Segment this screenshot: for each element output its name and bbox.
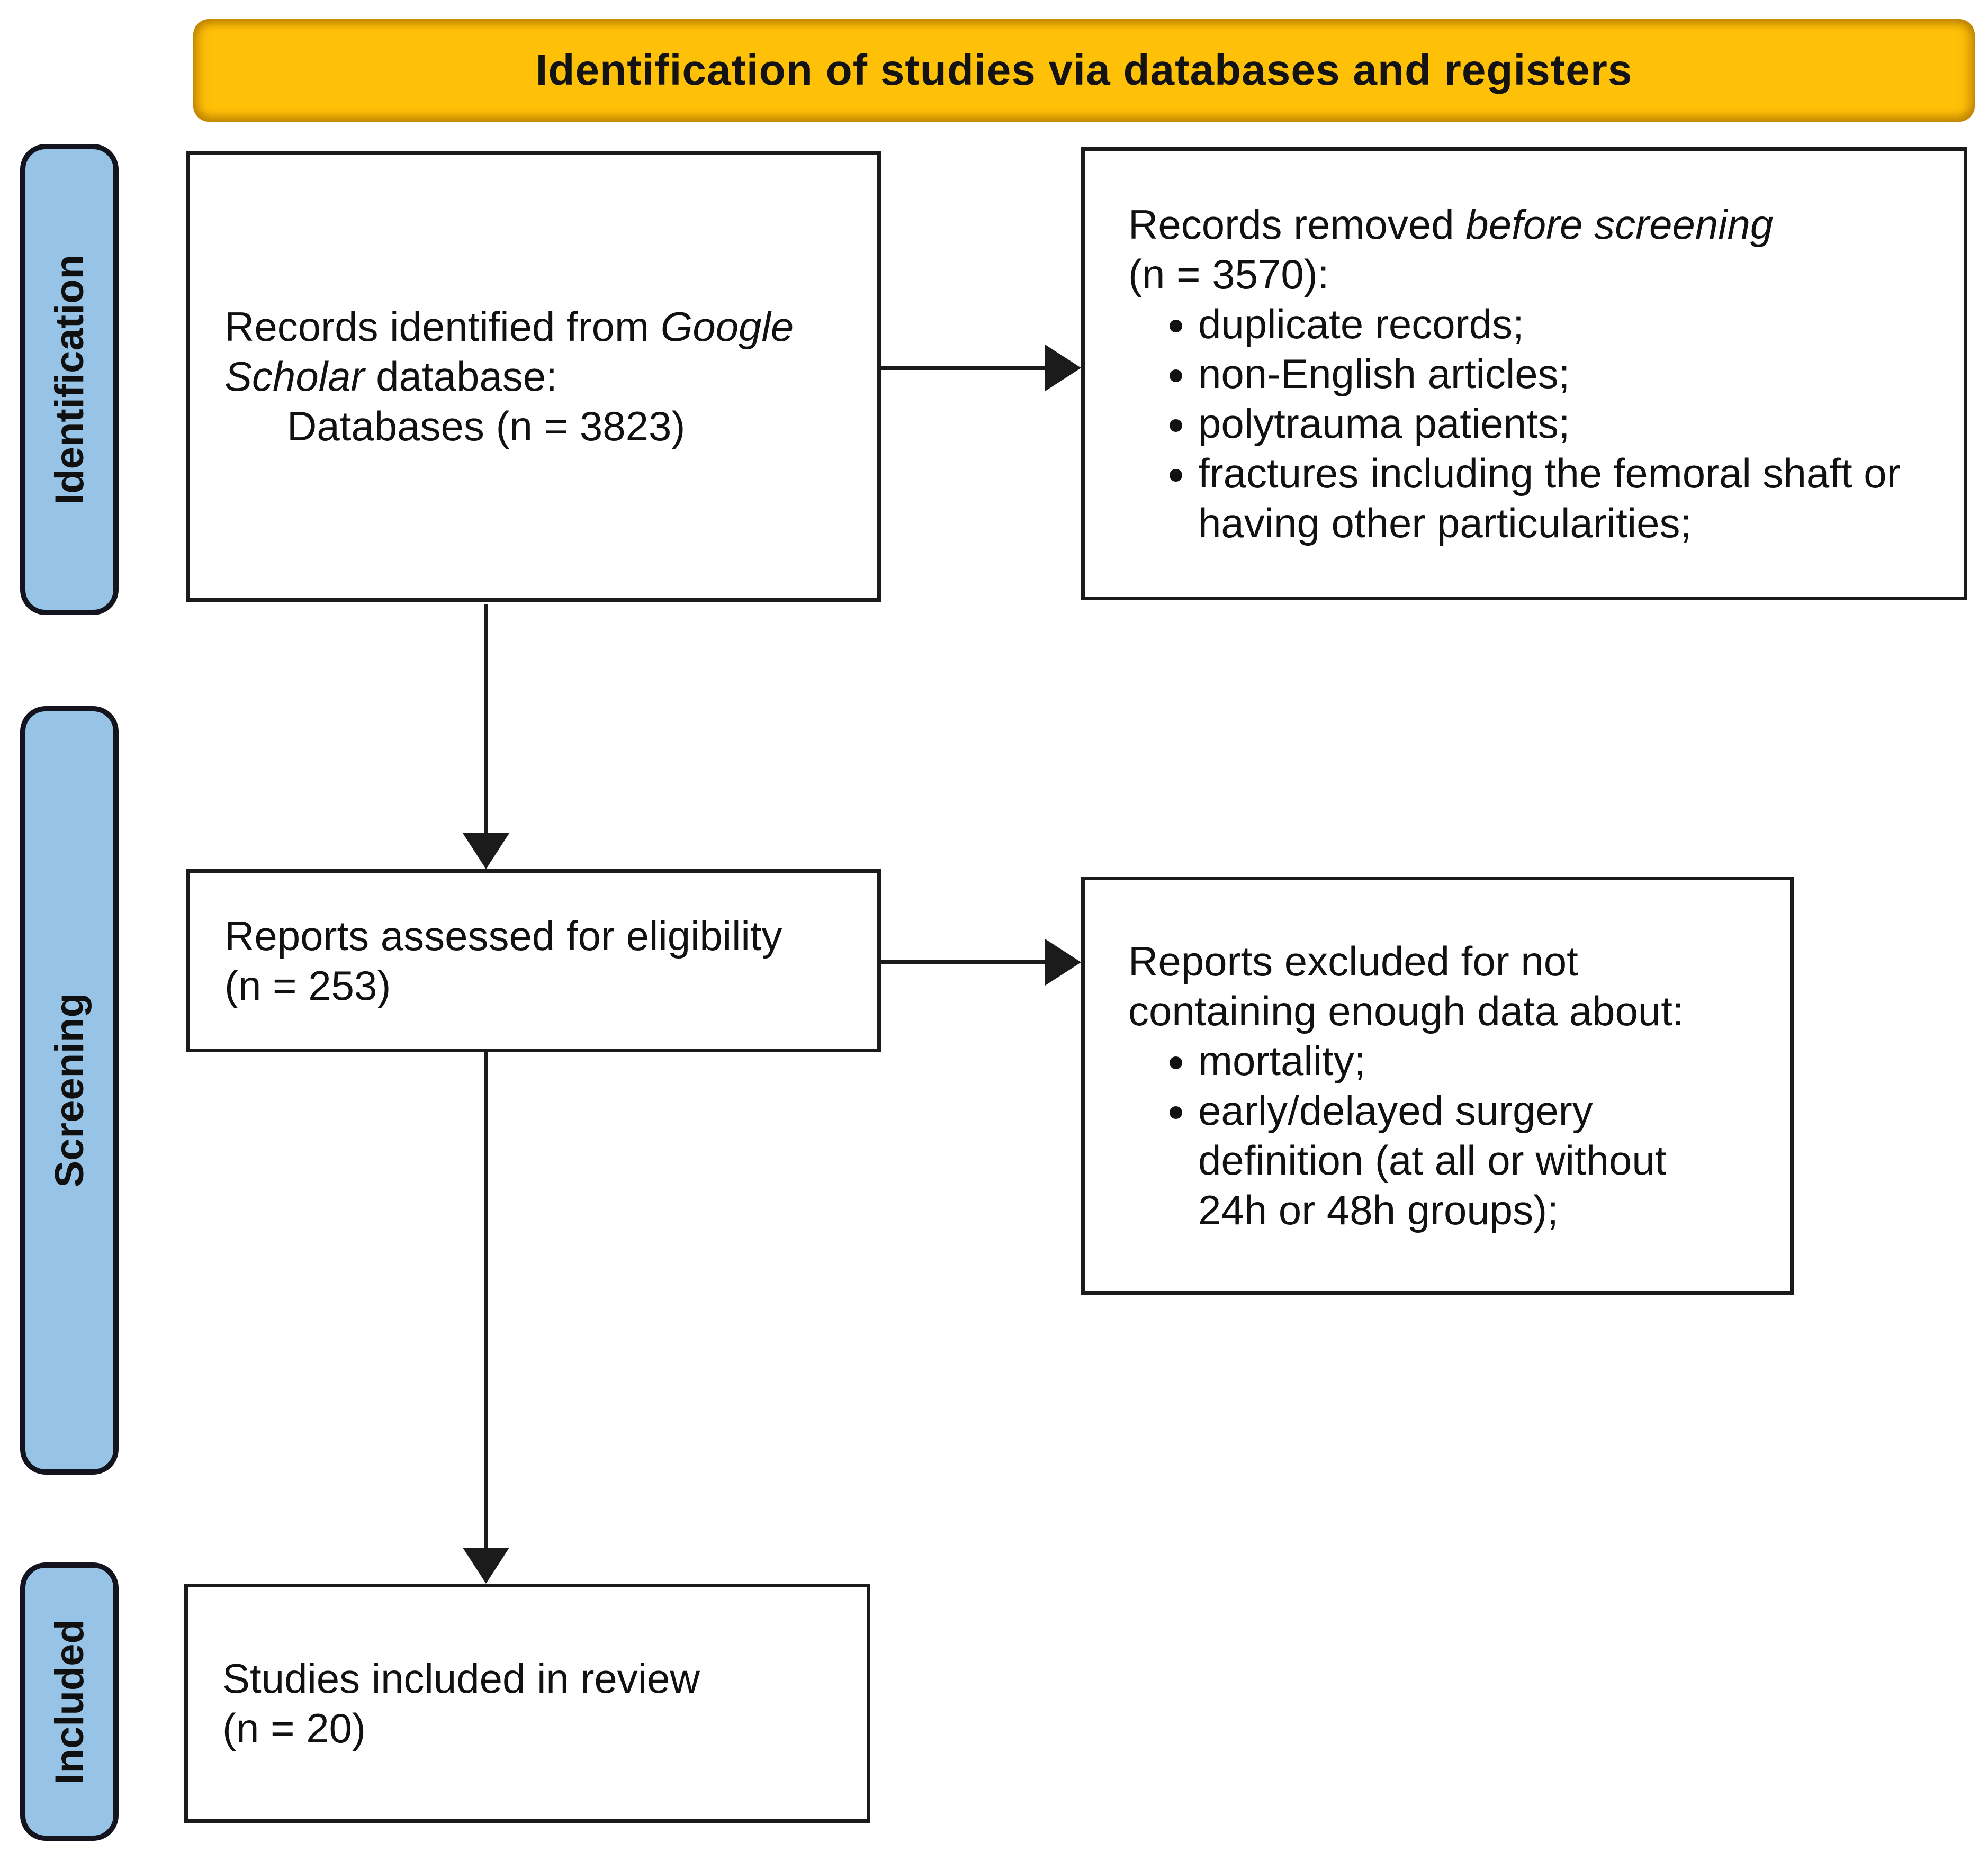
box-studies-included: Studies included in review (n = 20) bbox=[184, 1584, 870, 1823]
records-identified-text: Records identified from Google Scholar d… bbox=[224, 302, 861, 401]
stage-label-screening-text: Screening bbox=[47, 993, 92, 1188]
box-records-removed: Records removed before screening (n = 35… bbox=[1081, 147, 1967, 600]
header-title: Identification of studies via databases … bbox=[535, 46, 1633, 94]
arrow-assessed-to-included-head-icon bbox=[463, 1548, 509, 1584]
records-removed-bullet: polytrauma patients; bbox=[1198, 399, 1935, 448]
stage-label-identification-text: Identification bbox=[47, 254, 92, 505]
stage-label-included: Included bbox=[20, 1562, 119, 1841]
stage-label-included-text: Included bbox=[47, 1619, 92, 1785]
records-removed-bullet: fractures including the femoral shaft or… bbox=[1198, 448, 1935, 548]
records-removed-italic: before screening bbox=[1465, 201, 1774, 248]
stage-label-screening: Screening bbox=[20, 706, 119, 1475]
records-removed-bullet: non-English articles; bbox=[1198, 349, 1935, 399]
arrow-identified-to-assessed-head-icon bbox=[463, 833, 509, 869]
reports-assessed-text: Reports assessed for eligibility (n = 25… bbox=[224, 913, 782, 1009]
arrow-identified-to-assessed-line bbox=[484, 604, 488, 834]
records-removed-title: Records removed before screening (n = 35… bbox=[1128, 200, 1935, 299]
arrow-identified-to-removed-head-icon bbox=[1045, 345, 1081, 391]
reports-excluded-bullet-list: mortality; early/delayed surgery definit… bbox=[1128, 1036, 1769, 1235]
arrow-assessed-to-excluded-head-icon bbox=[1045, 939, 1081, 986]
records-removed-bullet-list: duplicate records; non-English articles;… bbox=[1128, 299, 1935, 548]
header-banner: Identification of studies via databases … bbox=[193, 19, 1975, 122]
arrow-assessed-to-excluded-line bbox=[881, 960, 1046, 964]
box-records-identified: Records identified from Google Scholar d… bbox=[186, 151, 881, 602]
records-identified-prefix: Records identified from bbox=[224, 303, 661, 350]
records-identified-italic: Google Scholar bbox=[224, 303, 794, 400]
reports-excluded-title: Reports excluded for not containing enou… bbox=[1128, 938, 1684, 1034]
studies-included-text: Studies included in review (n = 20) bbox=[222, 1655, 700, 1751]
records-identified-suffix: database: bbox=[364, 353, 557, 400]
reports-excluded-bullet: early/delayed surgery definition (at all… bbox=[1198, 1086, 1769, 1235]
arrow-identified-to-removed-line bbox=[881, 366, 1046, 370]
records-removed-bullet: duplicate records; bbox=[1198, 299, 1935, 349]
records-removed-suffix: (n = 3570): bbox=[1128, 251, 1329, 297]
records-identified-count: Databases (n = 3823) bbox=[287, 403, 686, 449]
records-removed-prefix: Records removed bbox=[1128, 201, 1466, 248]
box-reports-excluded: Reports excluded for not containing enou… bbox=[1081, 877, 1794, 1295]
stage-label-identification: Identification bbox=[20, 144, 119, 615]
box-reports-assessed: Reports assessed for eligibility (n = 25… bbox=[186, 869, 881, 1052]
reports-excluded-bullet: mortality; bbox=[1198, 1036, 1769, 1086]
arrow-assessed-to-included-line bbox=[484, 1052, 488, 1549]
